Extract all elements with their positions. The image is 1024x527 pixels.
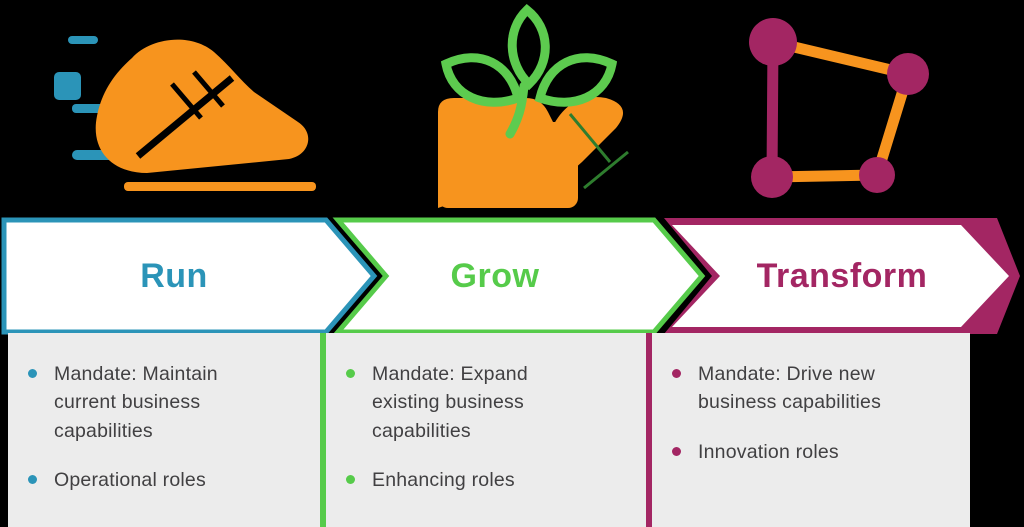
bullet-dot (346, 474, 355, 484)
network-nodes (749, 18, 929, 198)
chevron-transform-inner (672, 225, 1009, 327)
stage-label-grow: Grow (450, 256, 540, 295)
running-shoe-graphic (54, 36, 316, 191)
network-links (766, 36, 914, 183)
bullet-text: Mandate: Drive new business capabilities (698, 363, 882, 414)
list-item: Mandate: Maintain current business capab… (28, 360, 320, 445)
grow-panel: Mandate: Expand existing business capabi… (326, 333, 646, 527)
stage-label-run: Run (140, 256, 208, 295)
bullet-text: Enhancing roles (372, 468, 515, 491)
shoe-shape (95, 39, 316, 191)
bullet-dot (28, 474, 37, 484)
running-shoe-icon (52, 22, 317, 202)
network-transform-icon (738, 12, 933, 204)
list-item: Mandate: Expand existing business capabi… (346, 360, 646, 445)
chevron-grow (332, 217, 706, 335)
bullet-text: Innovation roles (698, 440, 839, 463)
leaves (440, 4, 618, 139)
transform-divider (646, 333, 652, 527)
seedling-hand-icon (398, 2, 653, 214)
list-item: Enhancing roles (346, 466, 646, 494)
chevron-run (1, 217, 378, 335)
bullet-text: Mandate: Expand existing business capabi… (372, 363, 528, 442)
stage-label-transform: Transform (756, 256, 928, 295)
grow-divider (320, 333, 326, 527)
bullet-text: Mandate: Maintain current business capab… (54, 363, 218, 442)
bullet-dot (28, 369, 37, 378)
bullet-dot (346, 369, 355, 378)
network-graphic (749, 18, 929, 198)
bullet-dot (672, 446, 681, 456)
stage-banner (1, 217, 1020, 335)
list-item: Operational roles (28, 466, 320, 494)
run-panel: Mandate: Maintain current business capab… (8, 333, 320, 527)
seedling-graphic (438, 4, 629, 208)
bullet-dot (672, 369, 681, 378)
bullet-text: Operational roles (54, 468, 206, 491)
list-item: Innovation roles (672, 438, 970, 466)
hand-shape (438, 97, 629, 208)
list-item: Mandate: Drive new business capabilities (672, 360, 970, 417)
transform-panel: Mandate: Drive new business capabilities… (652, 333, 970, 527)
